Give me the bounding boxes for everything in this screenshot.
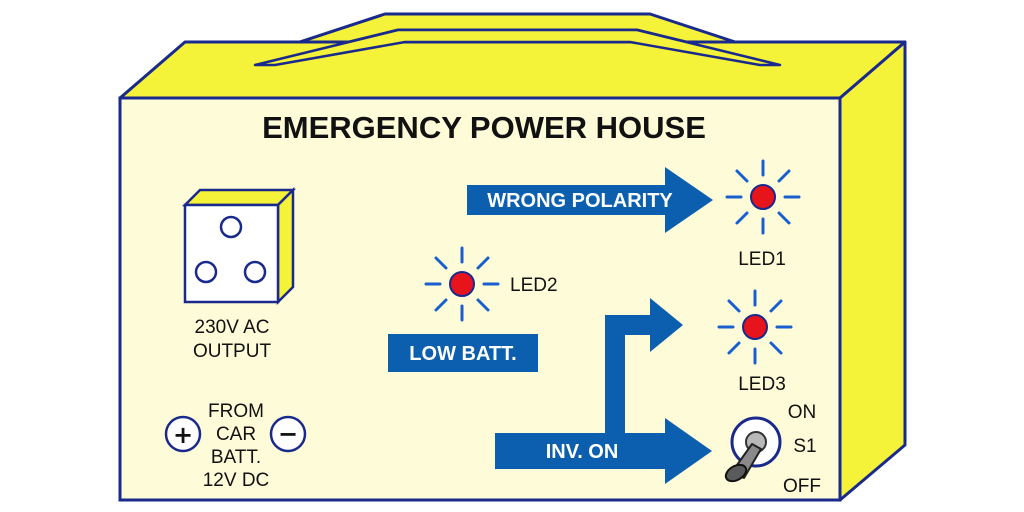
- led3-label: LED3: [738, 374, 786, 395]
- socket-label-line1: 230V AC: [195, 317, 270, 338]
- handle-front: [253, 28, 782, 67]
- battery-line4: 12V DC: [203, 470, 270, 491]
- inv-on-branch-arrow: [605, 298, 683, 433]
- low-batt-box: LOW BATT.: [388, 334, 538, 372]
- plus-symbol: +: [173, 421, 193, 449]
- wrong-polarity-label: WRONG POLARITY: [487, 190, 673, 212]
- led-icon: [424, 246, 500, 322]
- switch-off-label: OFF: [783, 476, 821, 497]
- switch-name: S1: [793, 436, 816, 457]
- led1-label: LED1: [738, 249, 786, 270]
- led2-label: LED2: [510, 275, 558, 296]
- toggle-switch-icon: [724, 416, 782, 483]
- led-icon: [717, 289, 793, 365]
- diagram-title: EMERGENCY POWER HOUSE: [262, 110, 706, 145]
- wrong-polarity-arrow: WRONG POLARITY: [467, 167, 713, 233]
- led-icon: [725, 159, 801, 235]
- inv-on-label: INV. ON: [546, 441, 619, 463]
- socket-label-line2: OUTPUT: [193, 341, 272, 362]
- socket-icon: [181, 186, 297, 306]
- battery-line1: FROM: [208, 401, 264, 422]
- battery-line2: CAR: [216, 424, 256, 445]
- low-batt-label: LOW BATT.: [409, 343, 516, 365]
- minus-terminal-icon: −: [269, 415, 307, 453]
- minus-symbol: −: [278, 420, 298, 448]
- box-top-face: [118, 40, 907, 100]
- inv-on-arrow: INV. ON: [495, 418, 712, 484]
- battery-line3: BATT.: [211, 447, 261, 468]
- box-side-face: [838, 40, 907, 502]
- switch-on-label: ON: [788, 402, 817, 423]
- plus-terminal-icon: +: [164, 415, 202, 453]
